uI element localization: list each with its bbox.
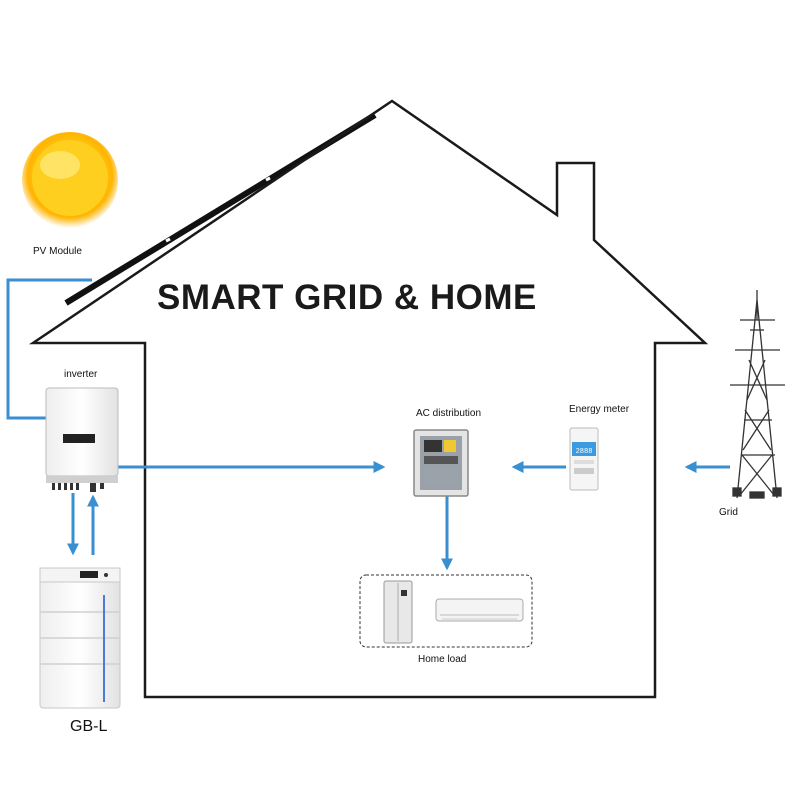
energy-meter-icon: 2888 [569, 427, 599, 491]
inverter-label: inverter [64, 369, 98, 380]
home-load-box [359, 574, 533, 648]
air-conditioner-icon [435, 598, 524, 622]
refrigerator-icon [383, 580, 413, 644]
house-outline [28, 99, 709, 699]
wiring [6, 278, 730, 571]
home-load-label: Home load [418, 654, 467, 665]
distribution-box-icon [413, 429, 469, 497]
sun-icon [22, 132, 118, 228]
energy-meter-label: Energy meter [569, 404, 630, 415]
grid-label: Grid [719, 507, 738, 518]
ac-distribution-label: AC distribution [416, 408, 482, 419]
meter-display: 2888 [576, 448, 593, 456]
battery-icon [39, 567, 121, 709]
pv-to-inverter-wire [6, 278, 92, 420]
transmission-tower-icon [730, 290, 785, 499]
diagram-title: SMART GRID & HOME [157, 278, 537, 317]
pv-module-label: PV Module [33, 246, 82, 257]
inverter-icon [45, 387, 119, 492]
battery-label: GB-L [70, 718, 108, 735]
